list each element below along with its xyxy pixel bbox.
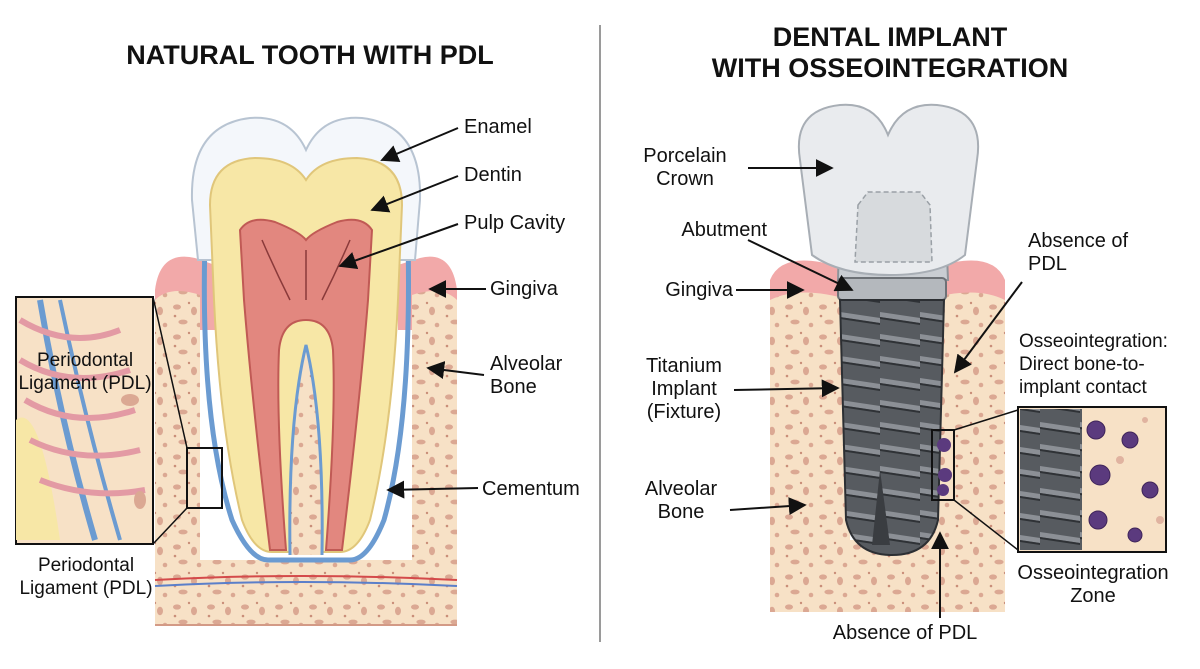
label-abutment: Abutment [681, 219, 767, 241]
label-porcelain-crown: Porcelain Crown [643, 145, 727, 190]
label-titanium-implant: Titanium Implant (Fixture) [646, 355, 722, 423]
label-osseointegration: Osseointegration: Direct bone-to- implan… [1019, 331, 1168, 398]
label-absence-pdl-bottom: Absence of PDL [832, 622, 978, 644]
left-panel-title: NATURAL TOOTH WITH PDL [126, 40, 494, 70]
label-gingiva-left: Gingiva [490, 278, 558, 300]
label-alveolar-bone-left: Alveolar Bone [490, 353, 563, 398]
label-gingiva-right: Gingiva [665, 279, 733, 301]
label-osseointegration-zone: Osseointegration Zone [1017, 562, 1169, 607]
label-cementum: Cementum [482, 478, 580, 500]
label-dentin: Dentin [464, 164, 522, 186]
label-pdl-top: Periodontal Ligament (PDL) [18, 350, 152, 394]
label-enamel: Enamel [464, 116, 532, 138]
left-leader-lines [338, 127, 486, 499]
right-leader-lines [729, 159, 1023, 618]
label-absence-pdl-top: Absence of PDL [1028, 230, 1129, 275]
right-panel-title: DENTAL IMPLANT WITH OSSEOINTEGRATION [711, 22, 1069, 83]
label-pdl-bottom: Periodontal Ligament (PDL) [19, 555, 153, 599]
label-alveolar-bone-right: Alveolar Bone [644, 478, 718, 523]
label-pulp-cavity: Pulp Cavity [464, 212, 566, 234]
